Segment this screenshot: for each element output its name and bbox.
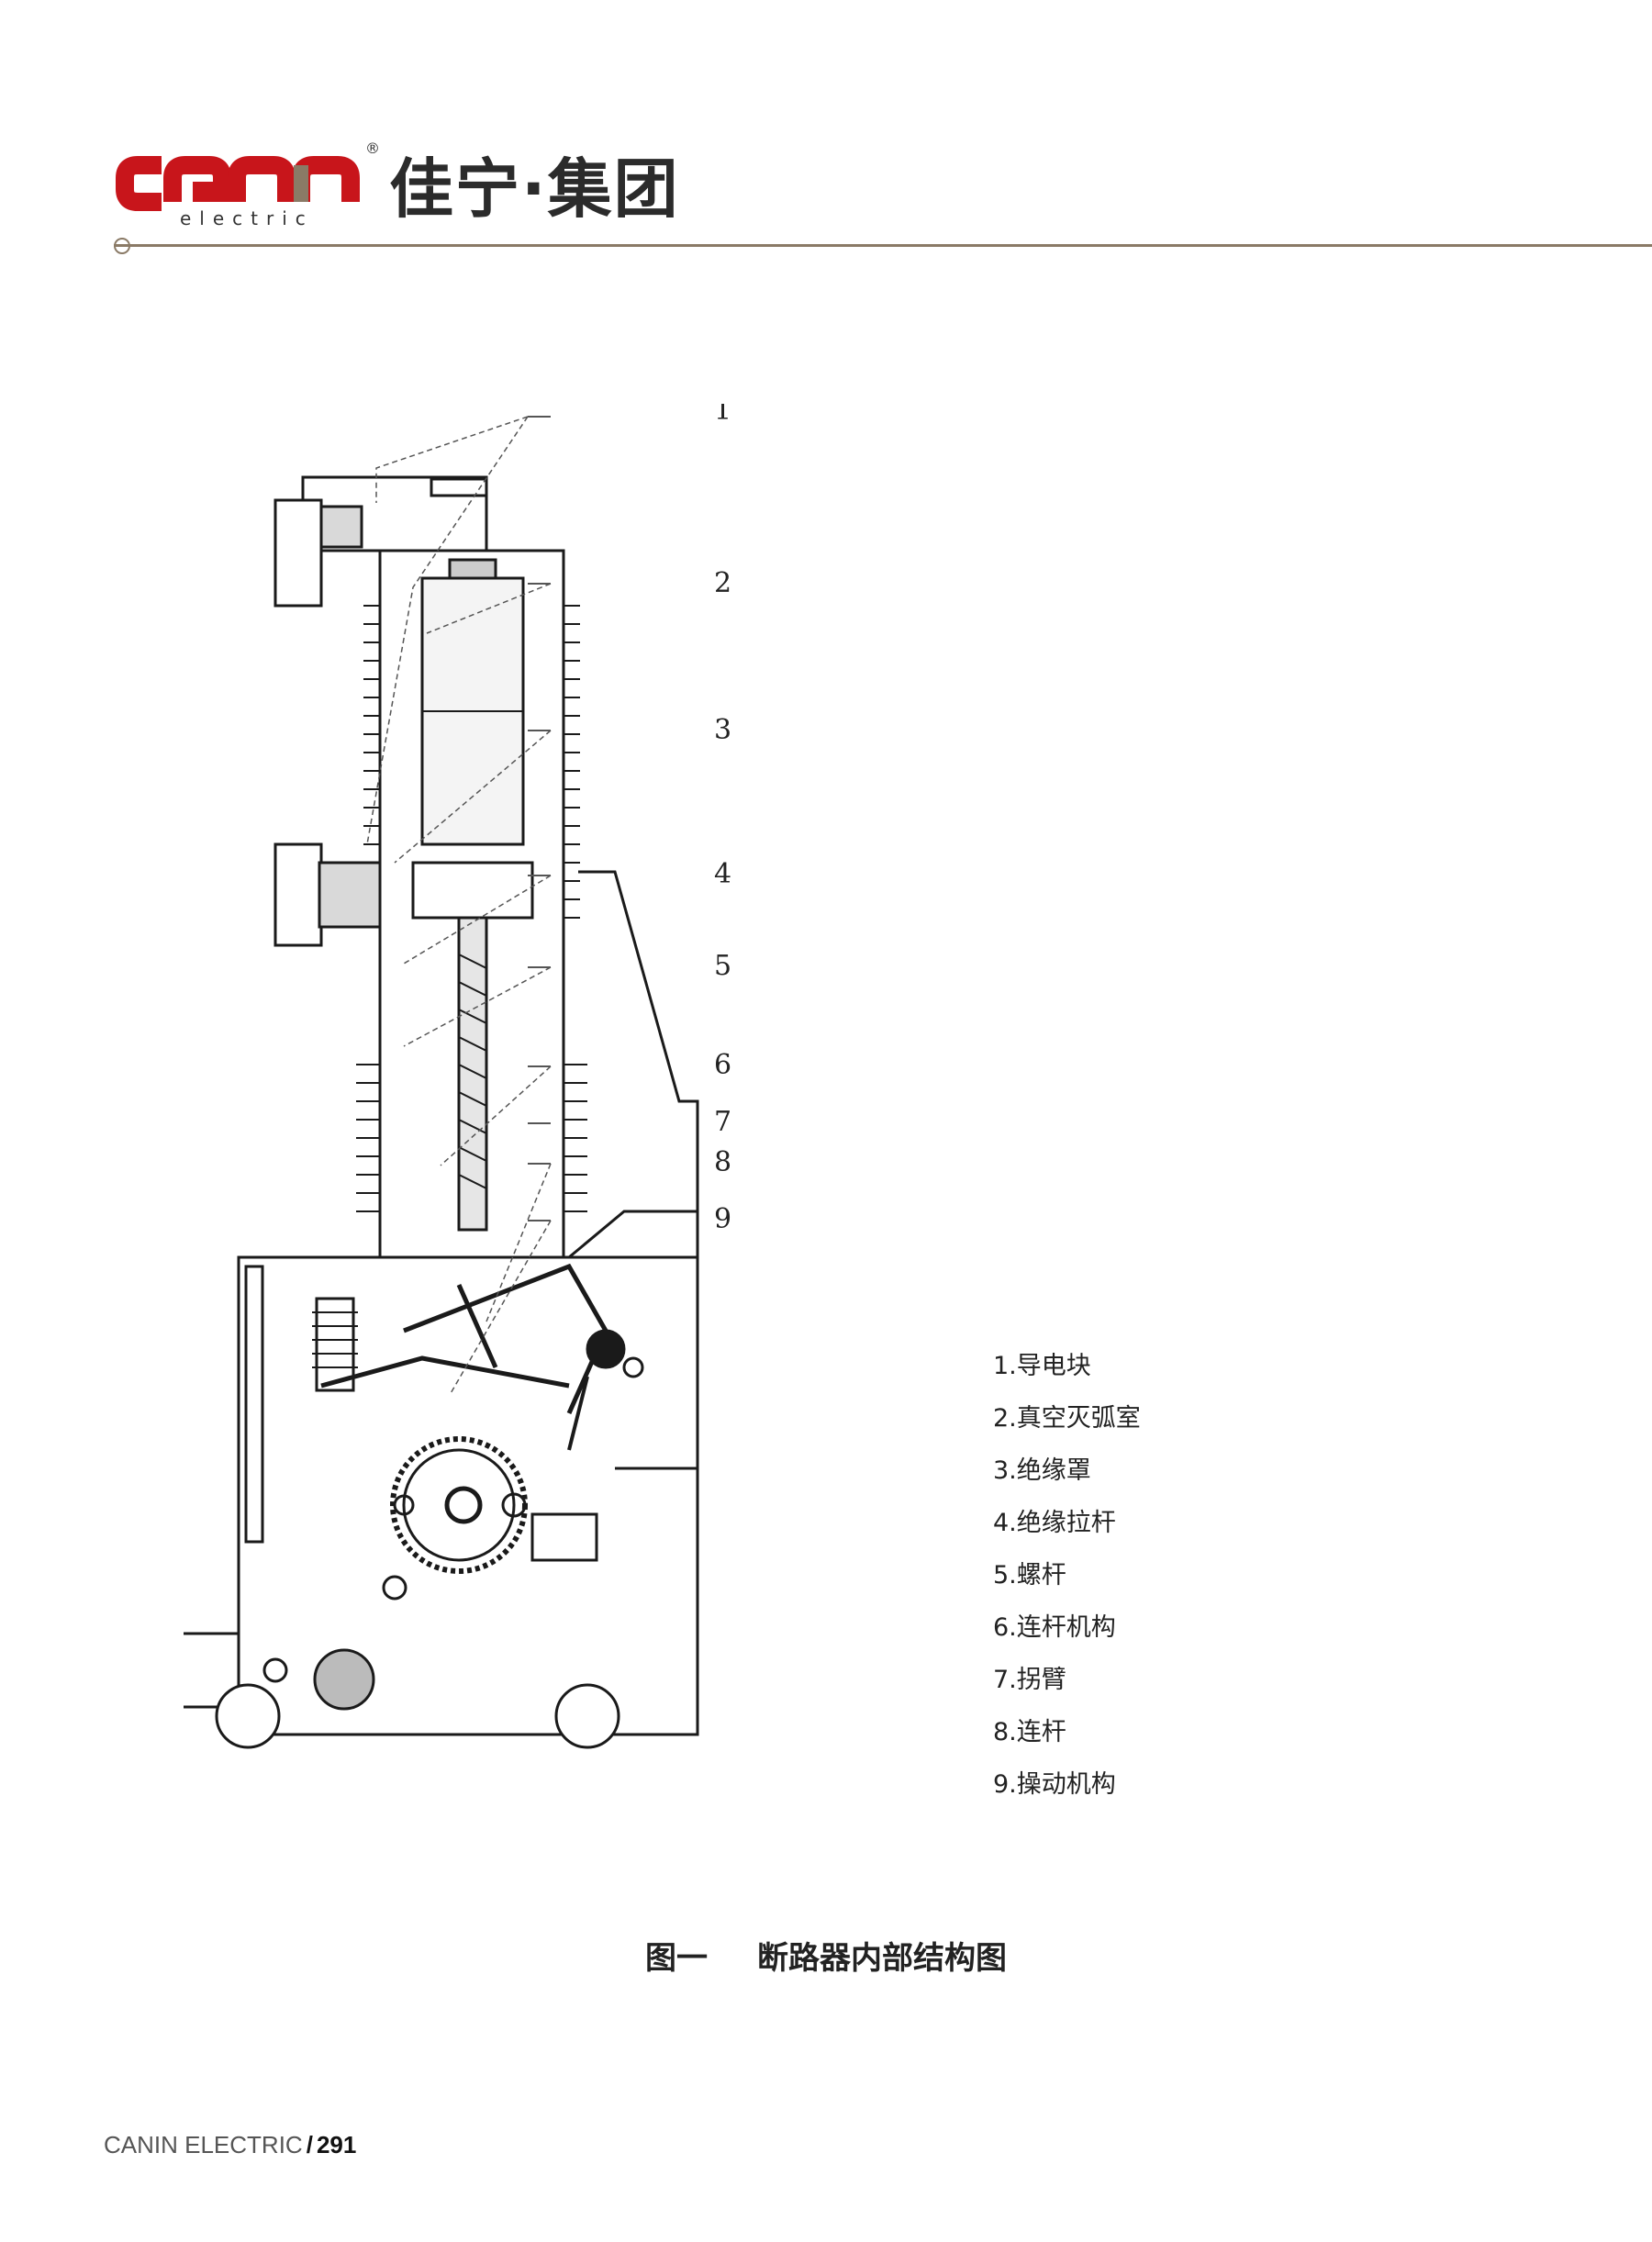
- breaker-drawing: 1 2 3 4 5 6 7 8 9: [154, 395, 731, 1749]
- brand-logo-mark: [116, 156, 360, 211]
- legend-item: 2.真空灭弧室: [993, 1404, 1141, 1433]
- crank-arm: [403, 1263, 608, 1415]
- brand-logo: [114, 138, 371, 229]
- page-footer: CANIN ELECTRIC/291: [104, 2131, 356, 2159]
- legend-item: 9.操动机构: [993, 1770, 1116, 1799]
- main-shaft: [586, 1329, 626, 1369]
- latch-block: [530, 1512, 598, 1562]
- legend-item: 8.连杆: [993, 1718, 1066, 1746]
- callout-number: 8: [714, 1146, 731, 1178]
- legend-item: 1.导电块: [993, 1352, 1091, 1380]
- breaker-structure-diagram: 1 2 3 4 5 6 7 8 9: [154, 395, 881, 1872]
- callout-number: 2: [714, 567, 731, 599]
- callout-number: 7: [714, 1106, 731, 1138]
- callout-number: 4: [714, 858, 731, 890]
- mechanism-box: [237, 1255, 699, 1736]
- legend-item: 4.绝缘拉杆: [993, 1509, 1116, 1537]
- header-rule: [114, 244, 1652, 247]
- legend-item: 5.螺杆: [993, 1561, 1066, 1589]
- linkage: [320, 1355, 570, 1389]
- group-name: 佳宁·集团: [389, 151, 680, 227]
- registered-mark: ®: [365, 139, 380, 157]
- callout-underlines: [528, 416, 551, 1221]
- left-wheel: [215, 1683, 281, 1749]
- callout-number: 6: [714, 1049, 731, 1081]
- figure-caption: 图一 断路器内部结构图: [0, 1933, 1652, 1978]
- figure-number: 图一: [645, 1940, 708, 1977]
- page-number: 291: [316, 2131, 357, 2158]
- spring: [312, 1311, 358, 1368]
- callout-number: 1: [714, 404, 731, 427]
- callout-numbers: 1 2 3 4 5 6 7 8 9: [714, 395, 731, 1235]
- leader-lines: [366, 416, 552, 1396]
- page-header: ® electric 佳宁·集团: [0, 0, 1652, 275]
- insulating-rod: [457, 916, 488, 1232]
- drive-wheel: [313, 1648, 375, 1711]
- connecting-rod: [567, 1376, 589, 1451]
- footer-separator: /: [306, 2131, 313, 2158]
- legend-item: 3.绝缘罩: [993, 1456, 1091, 1485]
- right-wheel: [554, 1683, 620, 1749]
- footer-company: CANIN ELECTRIC: [104, 2131, 303, 2158]
- legend-item: 6.连杆机构: [993, 1613, 1116, 1642]
- callout-number: 5: [714, 950, 731, 982]
- lower-conductor-block: [273, 842, 323, 947]
- side-bracket: [578, 870, 699, 1470]
- callout-number: 3: [714, 714, 731, 746]
- figure-title: 断路器内部结构图: [757, 1940, 1007, 1977]
- parts-legend: 1.导电块 2.真空灭弧室 3.绝缘罩 4.绝缘拉杆 5.螺杆 6.连杆机构 7…: [993, 1340, 1141, 1811]
- callout-number: 9: [714, 1203, 731, 1235]
- brand-subtitle: electric: [180, 207, 314, 229]
- legend-item: 7.拐臂: [993, 1666, 1066, 1694]
- upper-conductor-block: [273, 498, 323, 608]
